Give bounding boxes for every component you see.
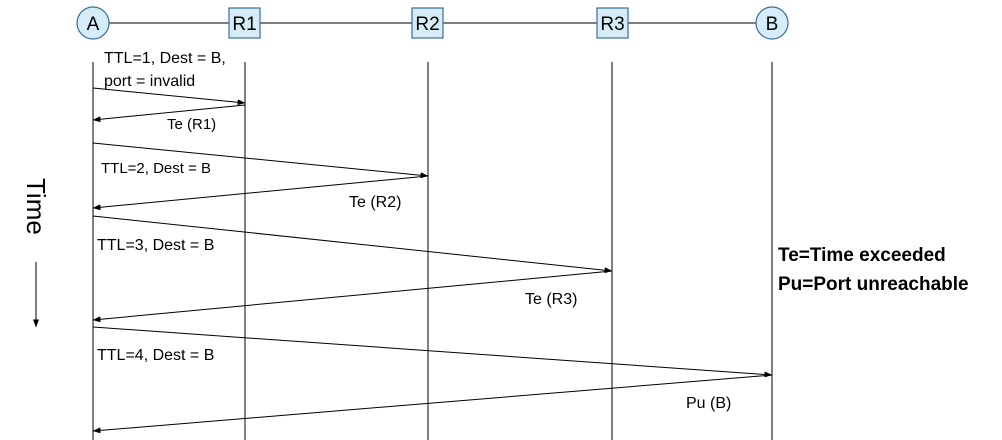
legend: Te=Time exceeded Pu=Port unreachable: [778, 245, 969, 295]
message-arrow-ttl1: [92, 87, 246, 106]
time-axis: Time: [21, 178, 51, 328]
legend-pu: Pu=Port unreachable: [778, 274, 969, 295]
message-arrow-ttl4: [92, 326, 773, 378]
legend-te: Te=Time exceeded: [778, 245, 946, 266]
message-label-ttl2: TTL=2, Dest = B: [101, 160, 211, 177]
node-b-label: B: [766, 14, 779, 35]
message-label-te-r3: Te (R3): [525, 291, 577, 308]
messages: [92, 87, 773, 434]
message-label-ttl1-line1: TTL=1, Dest = B,: [104, 50, 226, 67]
node-r2: R2: [411, 7, 444, 39]
message-label-pu-b: Pu (B): [686, 395, 731, 412]
node-r1-label: R1: [232, 14, 256, 35]
message-arrow-ttl3: [92, 215, 613, 274]
message-label-ttl1-line2: port = invalid: [104, 73, 195, 90]
lifelines: [92, 62, 773, 440]
node-b: B: [755, 6, 789, 40]
node-r3: R3: [596, 7, 629, 39]
message-label-te-r1: Te (R1): [167, 116, 216, 133]
node-r2-label: R2: [415, 14, 439, 35]
message-labels: TTL=1, Dest = B, port = invalid Te (R1) …: [97, 50, 731, 412]
node-b-shape: [755, 6, 789, 40]
node-a-shape: [76, 6, 110, 40]
node-a-label: A: [87, 14, 100, 35]
message-arrow-ttl2: [92, 142, 429, 179]
message-label-ttl4: TTL=4, Dest = B: [97, 347, 214, 364]
message-arrow-te-r1: [92, 104, 246, 123]
node-a: A: [76, 6, 110, 40]
message-label-ttl3: TTL=3, Dest = B: [97, 237, 214, 254]
message-arrow-te-r3: [92, 270, 613, 323]
message-arrow-te-r2: [92, 175, 429, 211]
message-label-te-r2: Te (R2): [349, 194, 401, 211]
node-r2-shape: [411, 7, 444, 39]
node-r1: R1: [228, 7, 261, 39]
node-r3-shape: [596, 7, 629, 39]
message-arrow-pu-b: [92, 374, 773, 434]
time-axis-label: Time: [21, 178, 51, 235]
node-r3-label: R3: [600, 14, 624, 35]
node-r1-shape: [228, 7, 261, 39]
